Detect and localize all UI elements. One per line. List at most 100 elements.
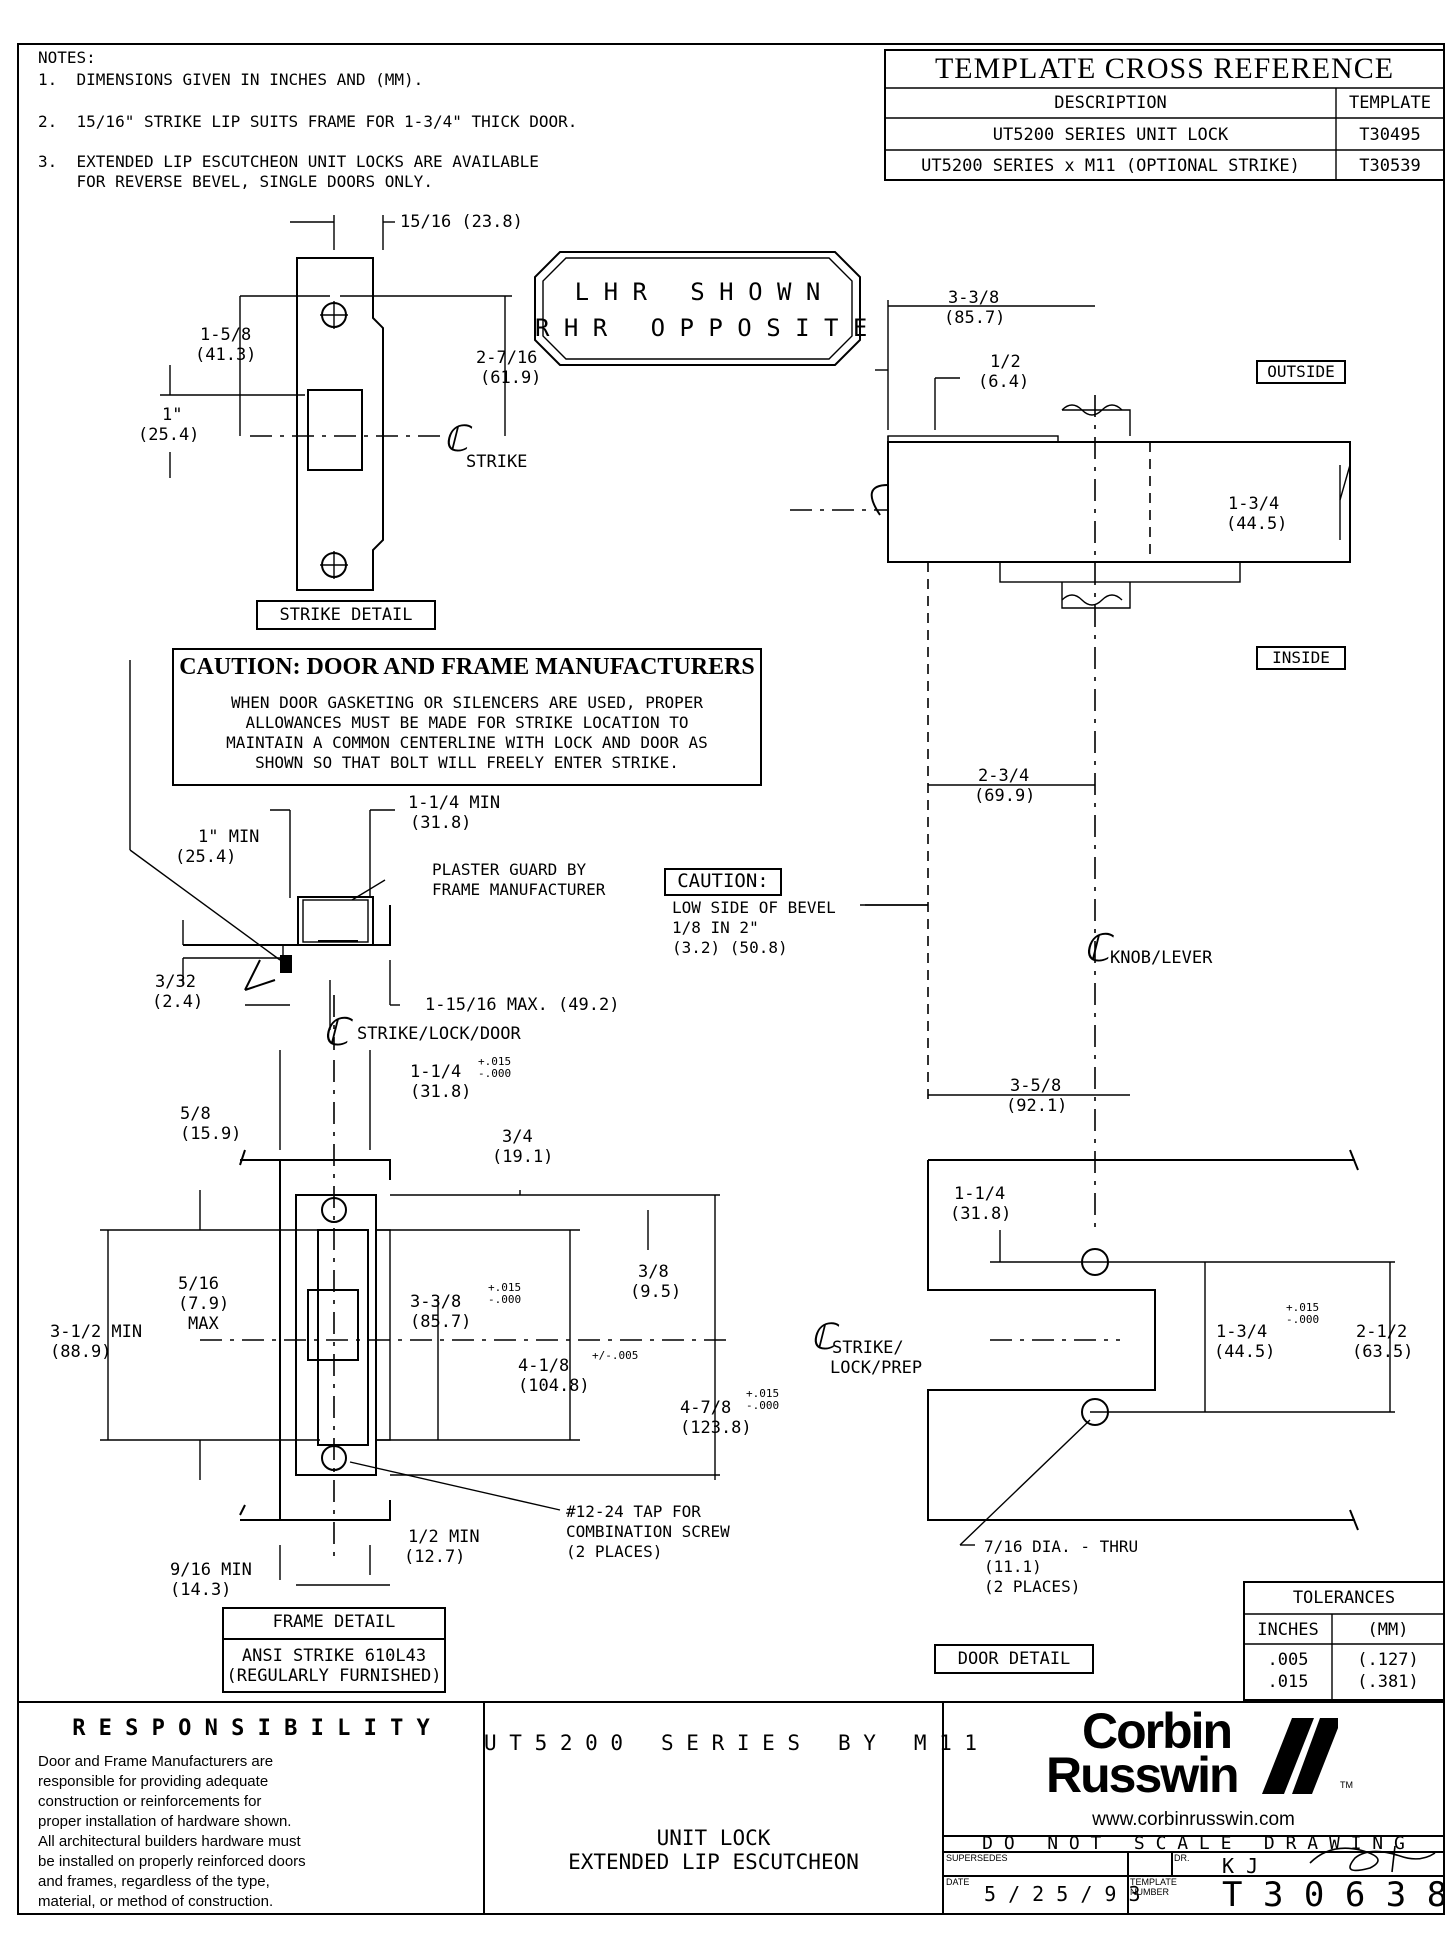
- strike-dim-a-mm: (41.3): [195, 345, 257, 365]
- plaster-guard-label-2: FRAME MANUFACTURER: [432, 880, 606, 899]
- strike-dim-b: 2-7/16: [476, 348, 538, 368]
- frame-detail-divider: [222, 1638, 446, 1640]
- frame-dim-114: 1-1/4: [410, 1062, 462, 1082]
- centerline-symbol: ℂ: [443, 419, 469, 459]
- frame-dim-38-mm: (9.5): [630, 1282, 682, 1302]
- section-dim-max: 1-15/16 MAX. (49.2): [425, 995, 620, 1015]
- brand-logo-corbin: Corbin: [1082, 1703, 1233, 1759]
- bevel-caution-line-3: (3.2) (50.8): [672, 938, 788, 957]
- frame-dim-338: 3-3/8: [410, 1292, 462, 1312]
- door-dim-12: 1/2: [990, 352, 1021, 372]
- responsibility-title: R E S P O N S I B I L I T Y: [72, 1716, 430, 1741]
- frame-dim-312: 3-1/2 MIN: [50, 1322, 143, 1342]
- section-cl-label: STRIKE/LOCK/DOOR: [357, 1024, 521, 1044]
- frame-detail-label: FRAME DETAIL: [272, 1612, 396, 1632]
- date-label: DATE: [946, 1877, 970, 1887]
- frame-dim-916: 9/16 MIN: [170, 1560, 252, 1580]
- frame-dim-516-mm: (7.9): [178, 1294, 230, 1314]
- cross-reference-header-description: DESCRIPTION: [1054, 93, 1167, 113]
- approval-signature: [1309, 1845, 1436, 1873]
- door-dim-338: 3-3/8: [948, 288, 1000, 308]
- frame-dim-114-tol: +.015 -.000: [478, 1055, 512, 1080]
- tolerances-row-2-inches: .015: [1267, 1672, 1309, 1692]
- door-detail-label-box: [934, 1644, 1094, 1674]
- section-dim-1min-mm: (25.4): [175, 847, 237, 867]
- door-detail-dim-212: 2-1/2: [1356, 1322, 1408, 1342]
- responsibility-line-3: construction or reinforcements for: [38, 1793, 262, 1810]
- door-detail-label: DOOR DETAIL: [957, 1649, 1071, 1669]
- door-hole-note-3: (2 PLACES): [984, 1577, 1081, 1596]
- bevel-caution-box: [664, 868, 782, 896]
- door-dim-234-mm: (69.9): [974, 786, 1036, 806]
- tap-note-2: COMBINATION SCREW: [566, 1522, 730, 1541]
- cross-reference-header-template: TEMPLATE: [1349, 93, 1431, 113]
- tolerances-header-inches: INCHES: [1257, 1620, 1319, 1640]
- responsibility-line-6: be installed on properly reinforced door…: [38, 1853, 306, 1870]
- frame-dim-114-mm: (31.8): [410, 1082, 472, 1102]
- section-dim-min: 1-1/4 MIN: [408, 793, 501, 813]
- frame-dim-418-mm: (104.8): [518, 1376, 590, 1396]
- section-dim-1min: 1" MIN: [198, 827, 260, 847]
- tap-note-1: #12-24 TAP FOR: [566, 1502, 701, 1521]
- caution-line-2: ALLOWANCES MUST BE MADE FOR STRIKE LOCAT…: [245, 713, 689, 732]
- frame-dim-34: 3/4: [502, 1127, 533, 1147]
- cross-reference-row-1-desc: UT5200 SERIES UNIT LOCK: [992, 125, 1229, 145]
- frame-dim-418-tol: +/-.005: [592, 1349, 639, 1362]
- responsibility-line-4: proper installation of hardware shown.: [38, 1813, 292, 1830]
- frame-dim-12min: 1/2 MIN: [408, 1527, 480, 1547]
- brand-url: www.corbinrusswin.com: [1092, 1809, 1295, 1830]
- door-dim-134-mm: (44.5): [1226, 514, 1288, 534]
- outside-label-box: [1256, 360, 1346, 384]
- frame-dim-58-mm: (15.9): [180, 1124, 242, 1144]
- ansi-strike-label: ANSI STRIKE 610L43: [241, 1646, 427, 1666]
- series-title: U T 5 2 0 0 S E R I E S B Y M 1 1: [484, 1731, 978, 1755]
- brand-tm: TM: [1340, 1780, 1353, 1790]
- door-detail-dim-134: 1-3/4: [1216, 1322, 1268, 1342]
- tolerances-row-1-inches: .005: [1267, 1650, 1309, 1670]
- caution-box: [172, 648, 762, 786]
- outside-label: OUTSIDE: [1267, 362, 1335, 381]
- brand-logo-russwin: Russwin: [1046, 1747, 1240, 1803]
- frame-dim-38: 3/8: [638, 1262, 669, 1282]
- strike-dim-c-mm: (25.4): [138, 425, 200, 445]
- cross-reference-row-2-desc: UT5200 SERIES x M11 (OPTIONAL STRIKE): [921, 156, 1300, 176]
- caution-line-4: SHOWN SO THAT BOLT WILL FREELY ENTER STR…: [255, 753, 679, 772]
- strike-detail-label: STRIKE DETAIL: [279, 605, 413, 625]
- note-1: 1. DIMENSIONS GIVEN IN INCHES AND (MM).: [38, 70, 424, 89]
- door-detail-dim-134-mm: (44.5): [1214, 1342, 1276, 1362]
- strike-dim-c: 1": [162, 405, 183, 425]
- frame-dim-418: 4-1/8: [518, 1356, 570, 1376]
- door-detail-dim-114: 1-1/4: [954, 1184, 1006, 1204]
- door-hole-note-1: 7/16 DIA. - THRU: [984, 1537, 1139, 1556]
- note-3b: FOR REVERSE BEVEL, SINGLE DOORS ONLY.: [38, 172, 433, 191]
- tolerances-header-mm: (MM): [1367, 1620, 1409, 1640]
- frame-detail-label-box: [222, 1607, 446, 1693]
- strike-dim-b-mm: (61.9): [480, 368, 542, 388]
- frame-cl-label-2: LOCK/PREP: [830, 1358, 923, 1378]
- door-dim-338-mm: (85.7): [944, 308, 1006, 328]
- frame-dim-516: 5/16: [178, 1274, 219, 1294]
- caution-line-1: WHEN DOOR GASKETING OR SILENCERS ARE USE…: [230, 693, 703, 712]
- strike-cl-label: STRIKE: [466, 452, 528, 472]
- responsibility-line-2: responsible for providing adequate: [38, 1773, 269, 1790]
- bevel-caution-line-2: 1/8 IN 2": [672, 918, 759, 937]
- responsibility-line-8: material, or method of construction.: [38, 1893, 274, 1910]
- inside-label: INSIDE: [1272, 648, 1330, 667]
- door-detail-dim-114-mm: (31.8): [950, 1204, 1012, 1224]
- door-dim-134: 1-3/4: [1228, 494, 1280, 514]
- do-not-scale: D O N O T S C A L E D R A W I N G: [982, 1833, 1405, 1854]
- door-dim-12-mm: (6.4): [978, 372, 1030, 392]
- tap-note-3: (2 PLACES): [566, 1542, 663, 1561]
- tolerances-title: TOLERANCES: [1292, 1588, 1396, 1608]
- dr-value: K J: [1222, 1854, 1259, 1878]
- strike-dim-a: 1-5/8: [200, 325, 252, 345]
- knob-lever-label: KNOB/LEVER: [1110, 948, 1213, 968]
- template-number-label: TEMPLATE NUMBER: [1130, 1877, 1177, 1897]
- strike-detail-label-box: [256, 600, 436, 630]
- frame-dim-338-tol: +.015 -.000: [488, 1281, 522, 1306]
- frame-dim-34-mm: (19.1): [492, 1147, 554, 1167]
- plaster-guard-label: PLASTER GUARD BY: [432, 860, 587, 879]
- cross-reference-title: TEMPLATE CROSS REFERENCE: [934, 52, 1395, 85]
- door-dim-234: 2-3/4: [978, 766, 1030, 786]
- section-dim-min-mm: (31.8): [410, 813, 472, 833]
